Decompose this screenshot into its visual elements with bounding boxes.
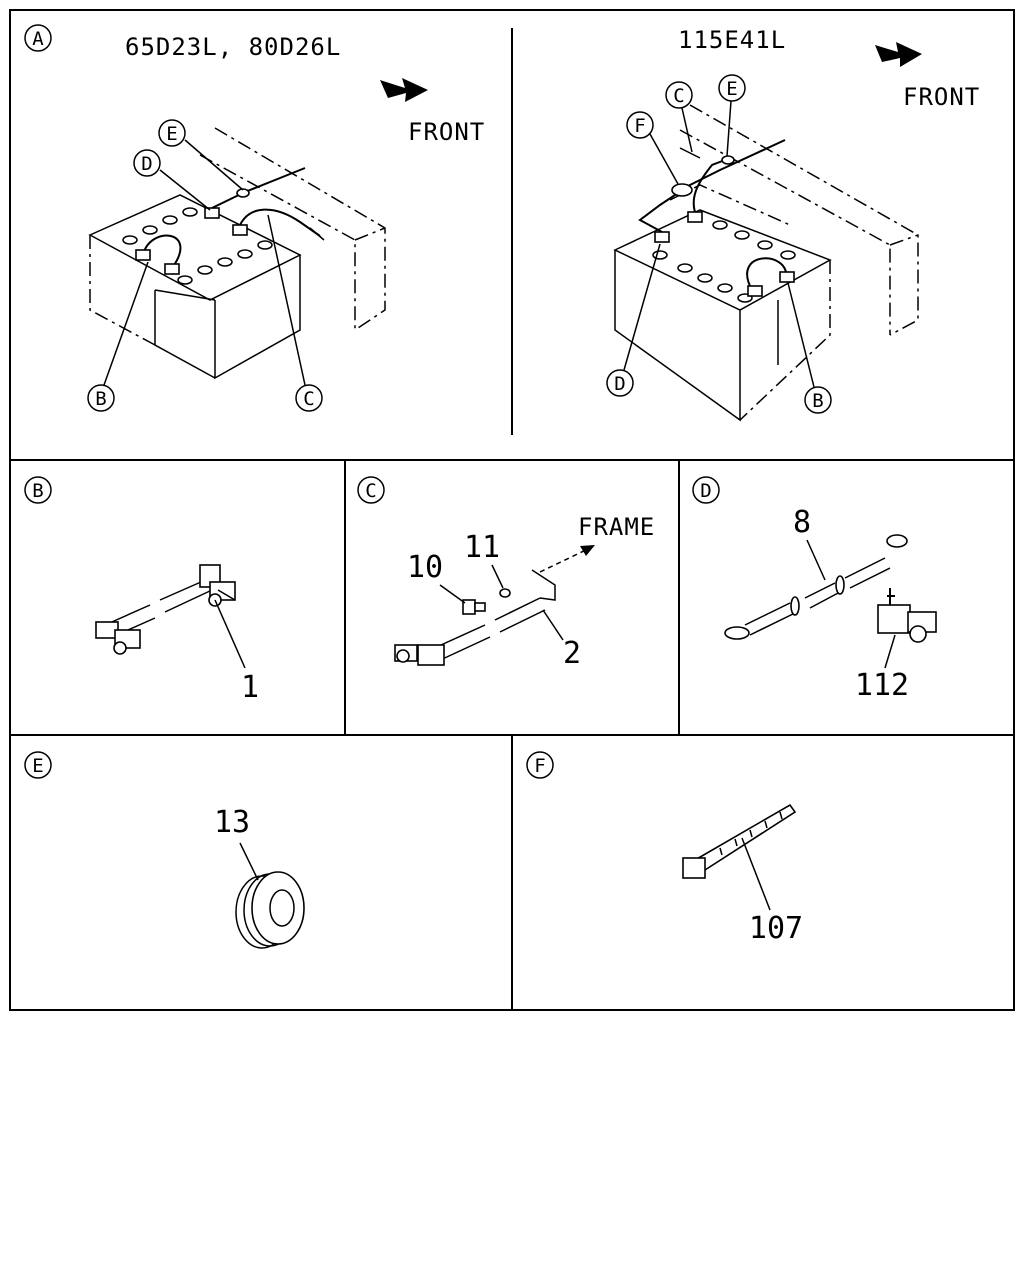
grommet-part-illustration	[235, 871, 305, 949]
part-number-8: 8	[793, 505, 811, 540]
callout-d-left: D	[133, 149, 211, 211]
callout-d-left-text: D	[141, 153, 152, 175]
callout-c-right: C	[665, 81, 693, 153]
panel-d-tag-text: D	[700, 480, 711, 502]
panel-e-tag-text: E	[32, 755, 43, 777]
callout-e-left-text: E	[166, 123, 177, 145]
cable-tie-part-illustration	[682, 803, 797, 879]
callout-b-left: B	[87, 261, 149, 412]
battery-cable-part-illustration	[95, 564, 236, 655]
panel-f-tag: F	[526, 751, 554, 779]
panel-d-tag: D	[692, 476, 720, 504]
panel-a-right-title: 115E41L	[678, 26, 786, 54]
ground-cable-part-illustration	[394, 569, 556, 666]
panel-e-tag: E	[24, 751, 52, 779]
panel-d: D 8 112	[692, 476, 937, 703]
panel-a-left-title: 65D23L, 80D26L	[125, 33, 341, 61]
panel-a: A 65D23L, 80D26L FRONT	[24, 24, 980, 422]
callout-c-right-text: C	[673, 85, 684, 107]
callout-b-right: B	[787, 282, 832, 414]
panel-c-frame-label: FRAME	[578, 513, 655, 541]
chassis-frame-outline	[199, 127, 386, 331]
positive-cable-part-illustration	[724, 534, 937, 643]
panel-f: F 107	[526, 751, 803, 946]
callout-e-right-text: E	[726, 78, 737, 100]
panel-frame	[9, 9, 1015, 1011]
callout-b-left-text: B	[95, 388, 106, 410]
part-number-10: 10	[407, 550, 443, 585]
battery-illustration	[613, 139, 832, 422]
panel-b-tag-text: B	[32, 480, 43, 502]
panel-c-tag: C	[357, 476, 385, 504]
front-arrow-icon	[875, 42, 922, 67]
part-number-11: 11	[464, 530, 500, 565]
panel-a-tag-text: A	[32, 28, 44, 50]
callout-d-right-text: D	[614, 373, 625, 395]
frame-arrow-icon	[539, 545, 595, 573]
panel-a-right-front-label: FRONT	[903, 83, 980, 111]
callout-f-right: F	[626, 111, 679, 185]
part-number-1: 1	[241, 670, 259, 705]
panel-b-tag: B	[24, 476, 52, 504]
callout-d-right: D	[606, 243, 661, 397]
callout-e-right: E	[718, 74, 746, 157]
callout-b-right-text: B	[812, 390, 823, 412]
panel-e: E 13	[24, 751, 305, 949]
callout-e-left: E	[158, 119, 244, 191]
panel-a-left-front-label: FRONT	[408, 118, 485, 146]
panel-a-tag: A	[24, 24, 52, 52]
callout-c-left: C	[267, 214, 323, 412]
callout-f-right-text: F	[634, 115, 645, 137]
front-arrow-icon	[380, 78, 428, 102]
part-number-112: 112	[855, 668, 909, 703]
battery-illustration	[88, 167, 325, 380]
panel-c-tag-text: C	[365, 480, 376, 502]
part-number-107: 107	[749, 911, 803, 946]
callout-c-left-text: C	[303, 388, 314, 410]
panel-b: B 1	[24, 476, 259, 705]
panel-c: C FRAME 10 11 2	[357, 476, 655, 671]
panel-f-tag-text: F	[534, 755, 545, 777]
chassis-frame-outline	[679, 104, 919, 336]
part-number-13: 13	[214, 805, 250, 840]
part-number-2: 2	[563, 636, 581, 671]
